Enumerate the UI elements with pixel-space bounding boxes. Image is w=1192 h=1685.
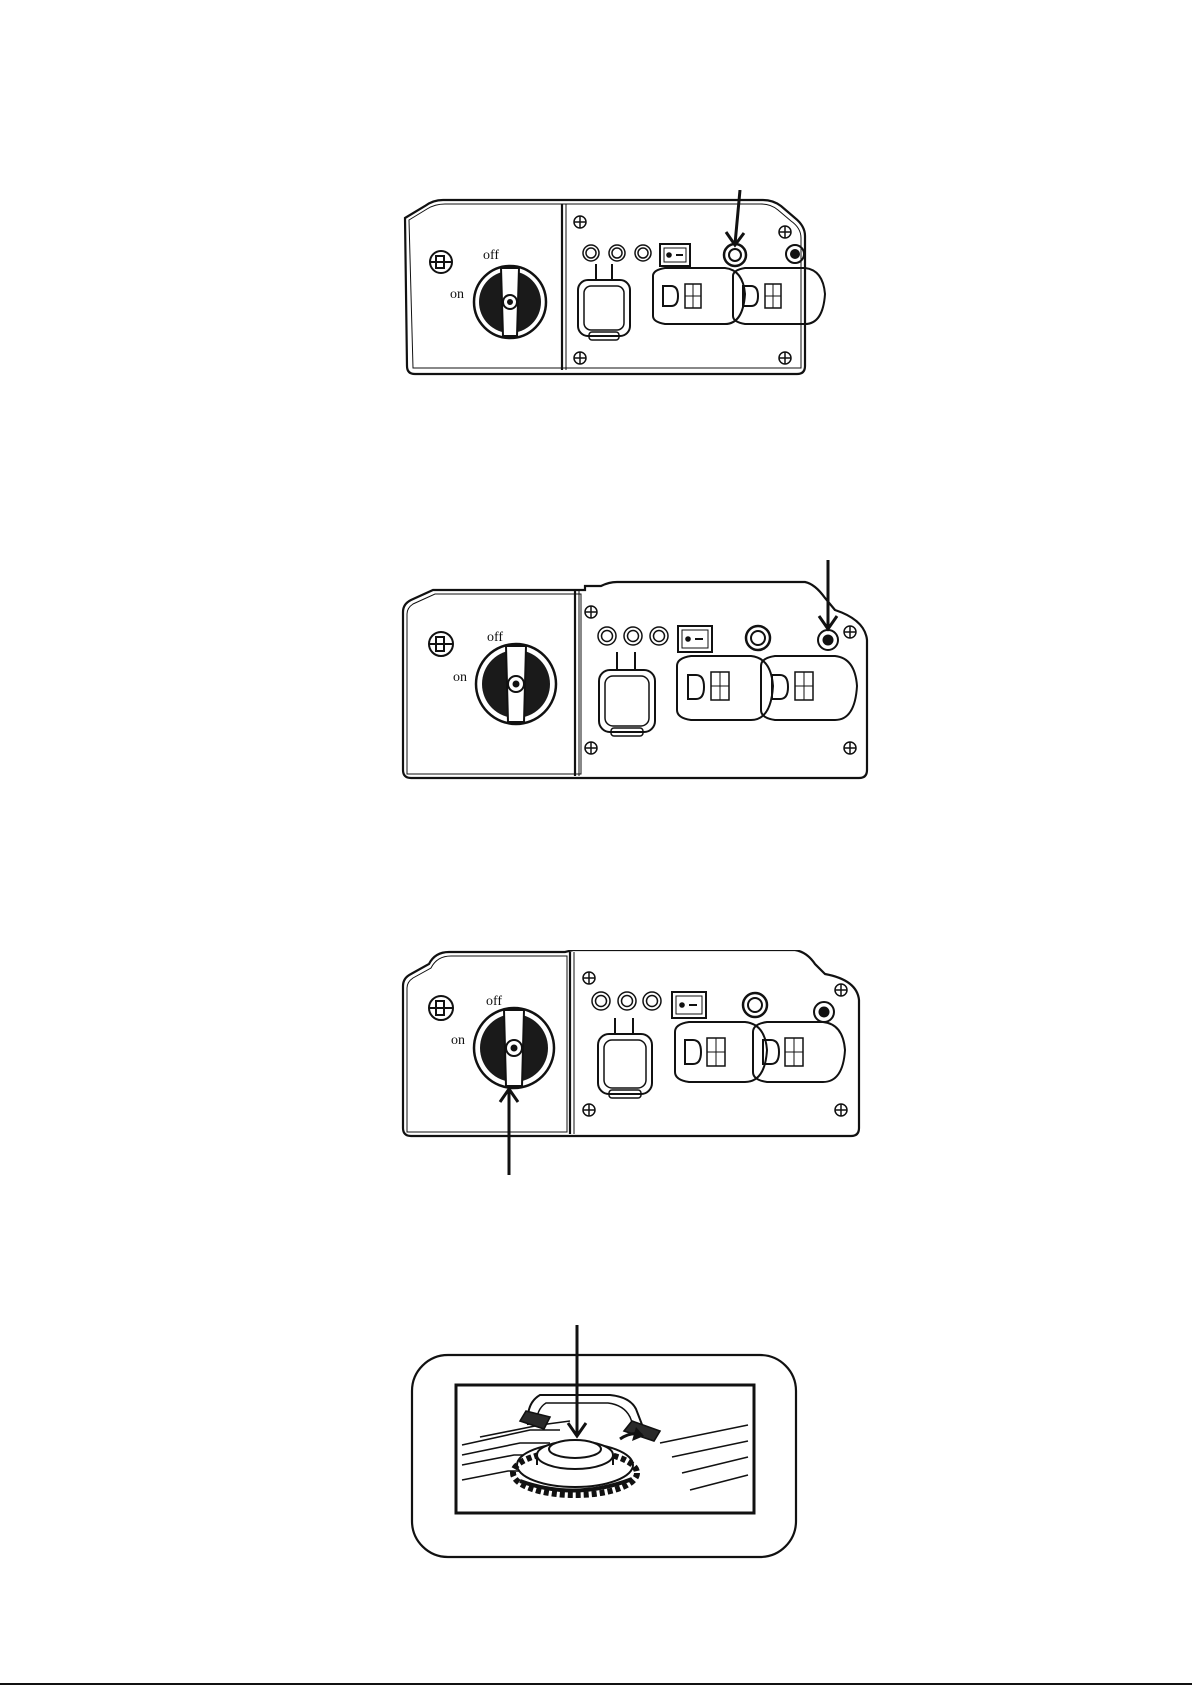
dc-outlet [578,264,630,340]
choke-icon [430,251,452,273]
label-off: off [486,994,502,1009]
label-off: off [487,630,503,645]
control-panel-2: off on [395,560,875,782]
choke-icon [429,996,453,1020]
control-panel-1: off on [395,190,845,390]
choke-icon [429,632,453,656]
ac-outlets [675,1022,845,1082]
fuel-dial[interactable] [474,1008,554,1088]
panel-outline [403,582,867,778]
ac-outlets [677,656,857,720]
reset-button[interactable] [814,1002,834,1022]
eco-switch[interactable] [678,626,712,652]
label-on: on [451,1033,465,1048]
fuel-cap-illustration [410,1325,800,1560]
indicator-leds [592,992,661,1010]
fuel-dial[interactable] [474,266,546,338]
dc-outlet [599,652,655,736]
ac-outlets [653,268,825,324]
reset-button[interactable] [818,630,838,650]
eco-switch[interactable] [672,992,706,1018]
fuel-cap-vent[interactable] [513,1427,644,1495]
control-panel-3: off on [395,950,865,1180]
indicator-leds [583,245,651,261]
indicator-lamp [746,626,770,650]
indicator-leds [598,627,668,645]
screw-icon [574,216,791,364]
label-on: on [453,670,467,685]
label-on: on [450,287,464,302]
fuel-dial[interactable] [476,644,556,724]
panel-outline [403,950,859,1136]
pointer-arrow [568,1325,586,1436]
pointer-arrow [726,190,744,245]
dc-outlet [598,1018,652,1098]
indicator-lamp [743,993,767,1017]
label-off: off [483,248,499,263]
eco-switch[interactable] [660,244,690,266]
